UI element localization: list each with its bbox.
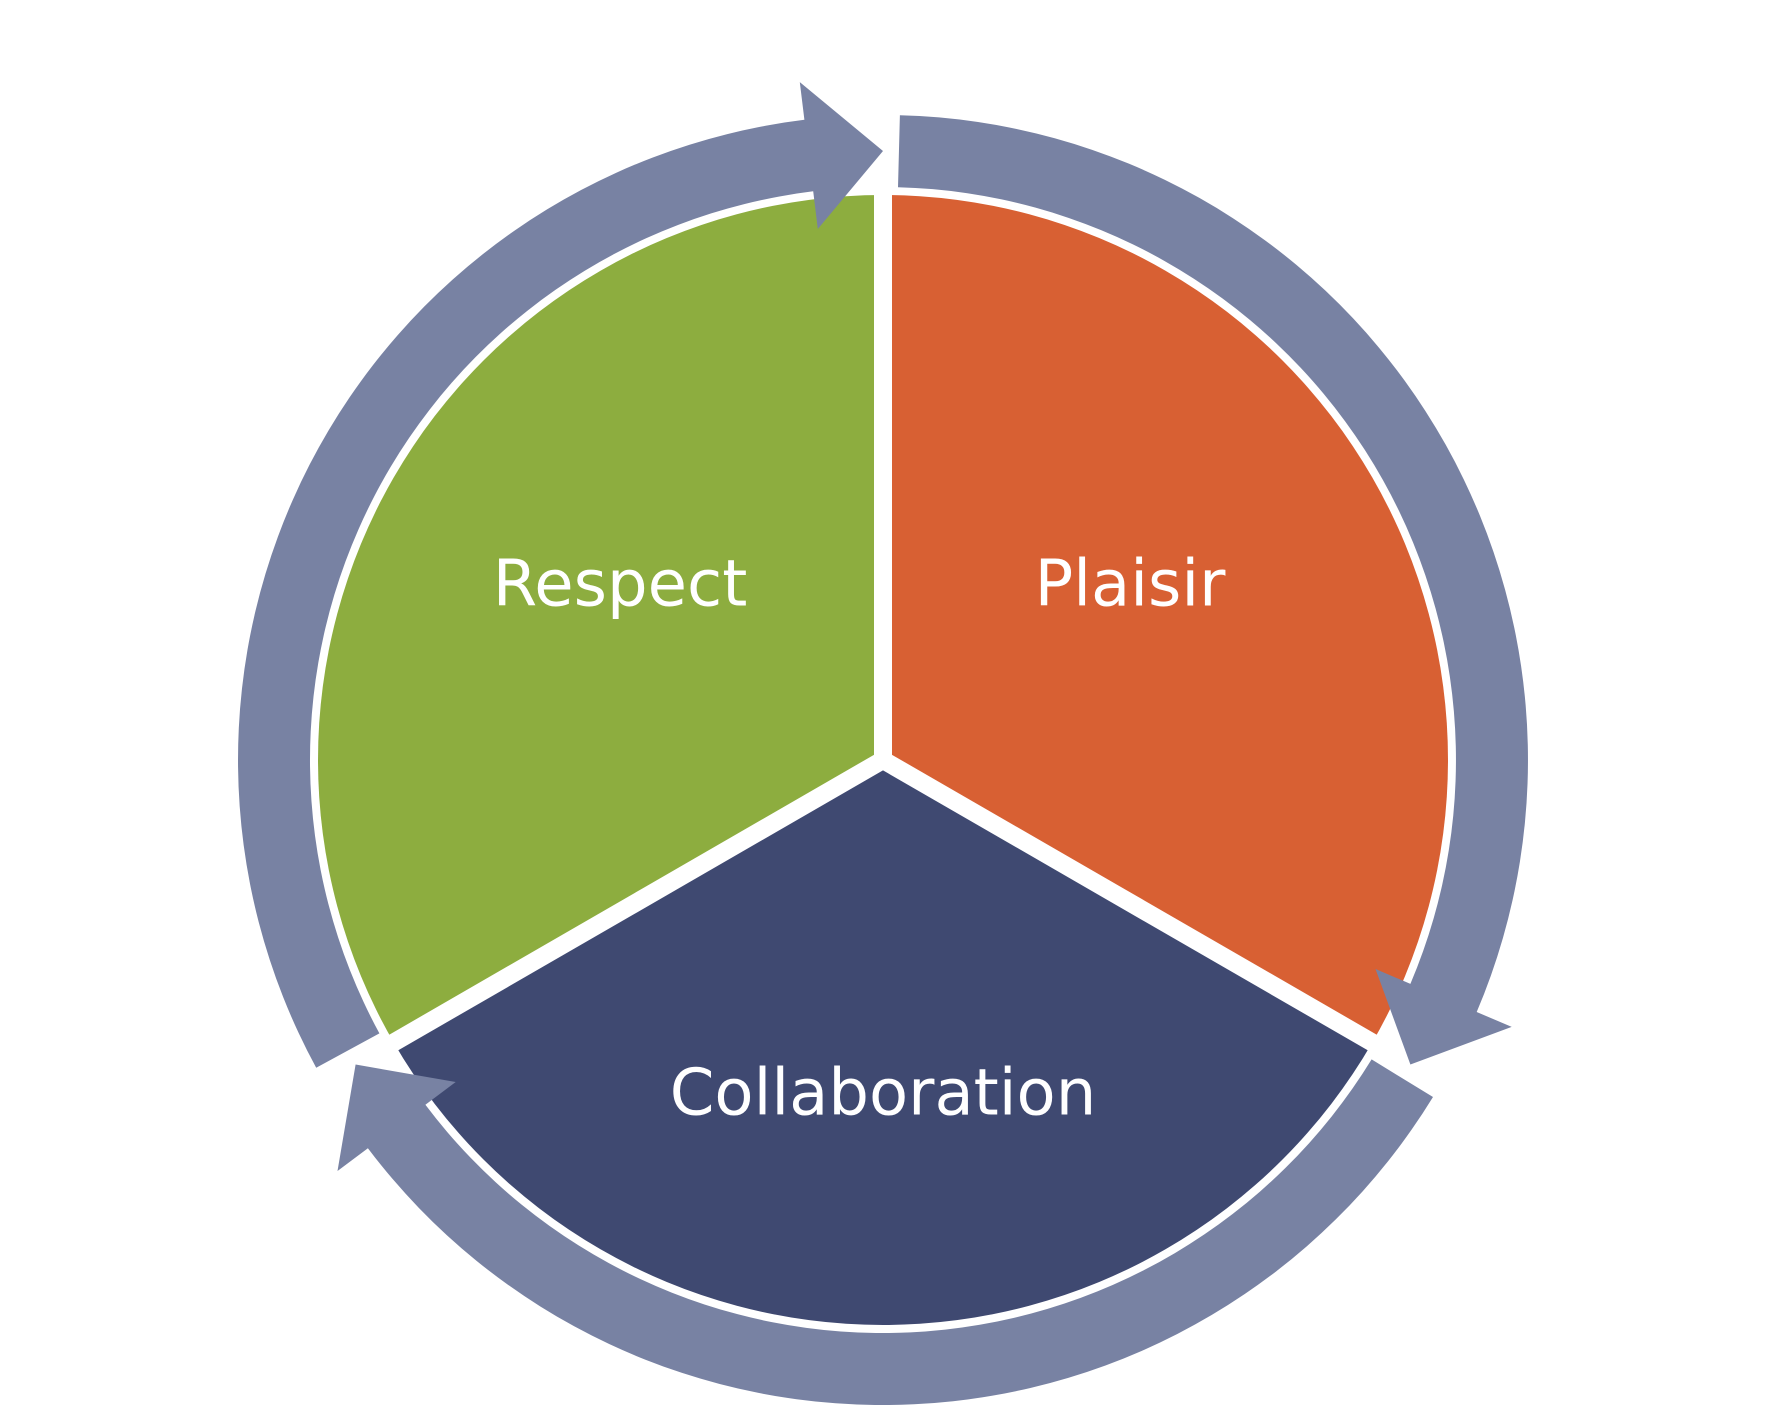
segment-label-collaboration: Collaboration xyxy=(670,1057,1097,1131)
segment-separator xyxy=(878,752,1481,1111)
segment-separator xyxy=(285,752,888,1111)
arrow-respect-to-plaisir xyxy=(238,82,884,1068)
segment-label-plaisir: Plaisir xyxy=(1035,548,1227,622)
segment-respect xyxy=(318,195,884,1043)
cycle-arrows-group xyxy=(238,82,1528,1406)
labels-group: Plaisir Collaboration Respect xyxy=(493,548,1226,1131)
segment-label-respect: Respect xyxy=(493,548,748,622)
segments-group xyxy=(285,75,1481,1325)
arrow-collaboration-to-respect xyxy=(337,1059,1433,1406)
segment-plaisir xyxy=(883,195,1448,1043)
segment-collaboration xyxy=(393,760,1373,1325)
arrow-plaisir-to-collaboration xyxy=(898,115,1528,1065)
